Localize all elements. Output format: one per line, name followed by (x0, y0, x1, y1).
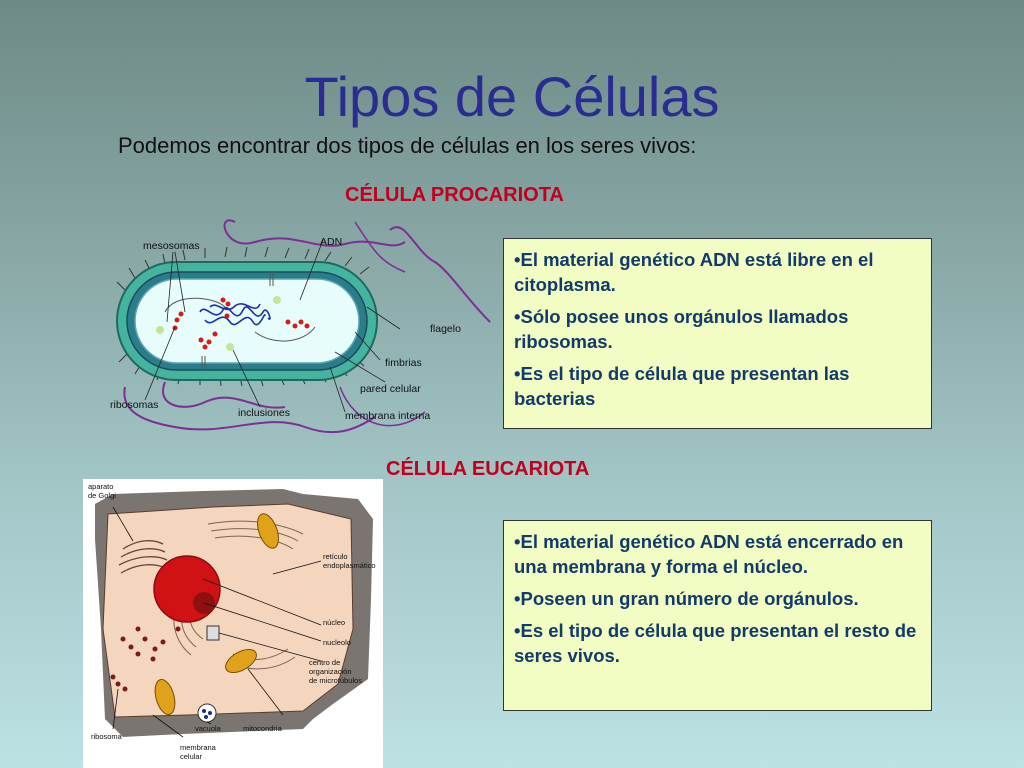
prokaryote-bullet: •Es el tipo de célula que presentan las … (514, 363, 850, 409)
label-mesosomas: mesosomas (143, 240, 200, 252)
label-membrana-2: celular (180, 752, 203, 761)
label-ribosomas: ribosomas (110, 399, 158, 411)
label-pared-celular: pared celular (360, 383, 421, 395)
prokaryote-heading: CÉLULA PROCARIOTA (345, 184, 564, 206)
prokaryotic-cell-diagram: mesosomas ADN flagelo fimbrias pared cel… (110, 219, 491, 434)
eukaryote-heading: CÉLULA EUCARIOTA (386, 458, 590, 480)
label-reticulo-1: retículo (323, 552, 348, 561)
prokaryote-bullet: •Sólo posee unos orgánulos llamados ribo… (514, 306, 849, 352)
eukaryote-bullet: •Es el tipo de célula que presentan el r… (514, 620, 917, 666)
vacuola-icon (197, 703, 217, 723)
centriolo-icon (206, 625, 220, 641)
prokaryote-info-box: •El material genético ADN está libre en … (503, 238, 932, 429)
dna-icon (199, 303, 271, 326)
label-vacuola: vacuola (195, 724, 222, 733)
eukaryote-bullet: •Poseen un gran número de orgánulos. (514, 588, 859, 609)
label-adn: ADN (320, 236, 342, 248)
eukaryote-bullet: •El material genético ADN está encerrado… (514, 531, 904, 577)
label-centro-2: organización (309, 667, 352, 676)
label-inclusiones: inclusiones (238, 407, 290, 419)
label-membrana-1: membrana (180, 743, 217, 752)
label-reticulo-2: endoplasmático (323, 561, 376, 570)
label-flagelo: flagelo (430, 323, 461, 335)
label-golgi-2: de Golgi (88, 491, 116, 500)
prokaryote-bullet: •El material genético ADN está libre en … (514, 249, 874, 295)
eukaryote-info-box: •El material genético ADN está encerrado… (503, 520, 932, 711)
label-nucleolo: nucleolo (323, 638, 351, 647)
label-centro-3: de microtúbulos (309, 676, 362, 685)
slide-subtitle: Podemos encontrar dos tipos de células e… (118, 133, 697, 158)
slide-title: Tipos de Células (304, 65, 720, 128)
label-centro-1: centro de (309, 658, 340, 667)
label-membrana-interna: membrana interna (345, 410, 430, 422)
eukaryotic-cell-diagram: aparato de Golgi retículo endoplasmático… (83, 479, 383, 768)
label-golgi-1: aparato (88, 482, 113, 491)
label-mitocondria: mitocondria (243, 724, 283, 733)
label-fimbrias: fimbrias (385, 357, 422, 369)
label-ribosoma: ribosoma (91, 732, 123, 741)
label-nucleo: núcleo (323, 618, 345, 627)
